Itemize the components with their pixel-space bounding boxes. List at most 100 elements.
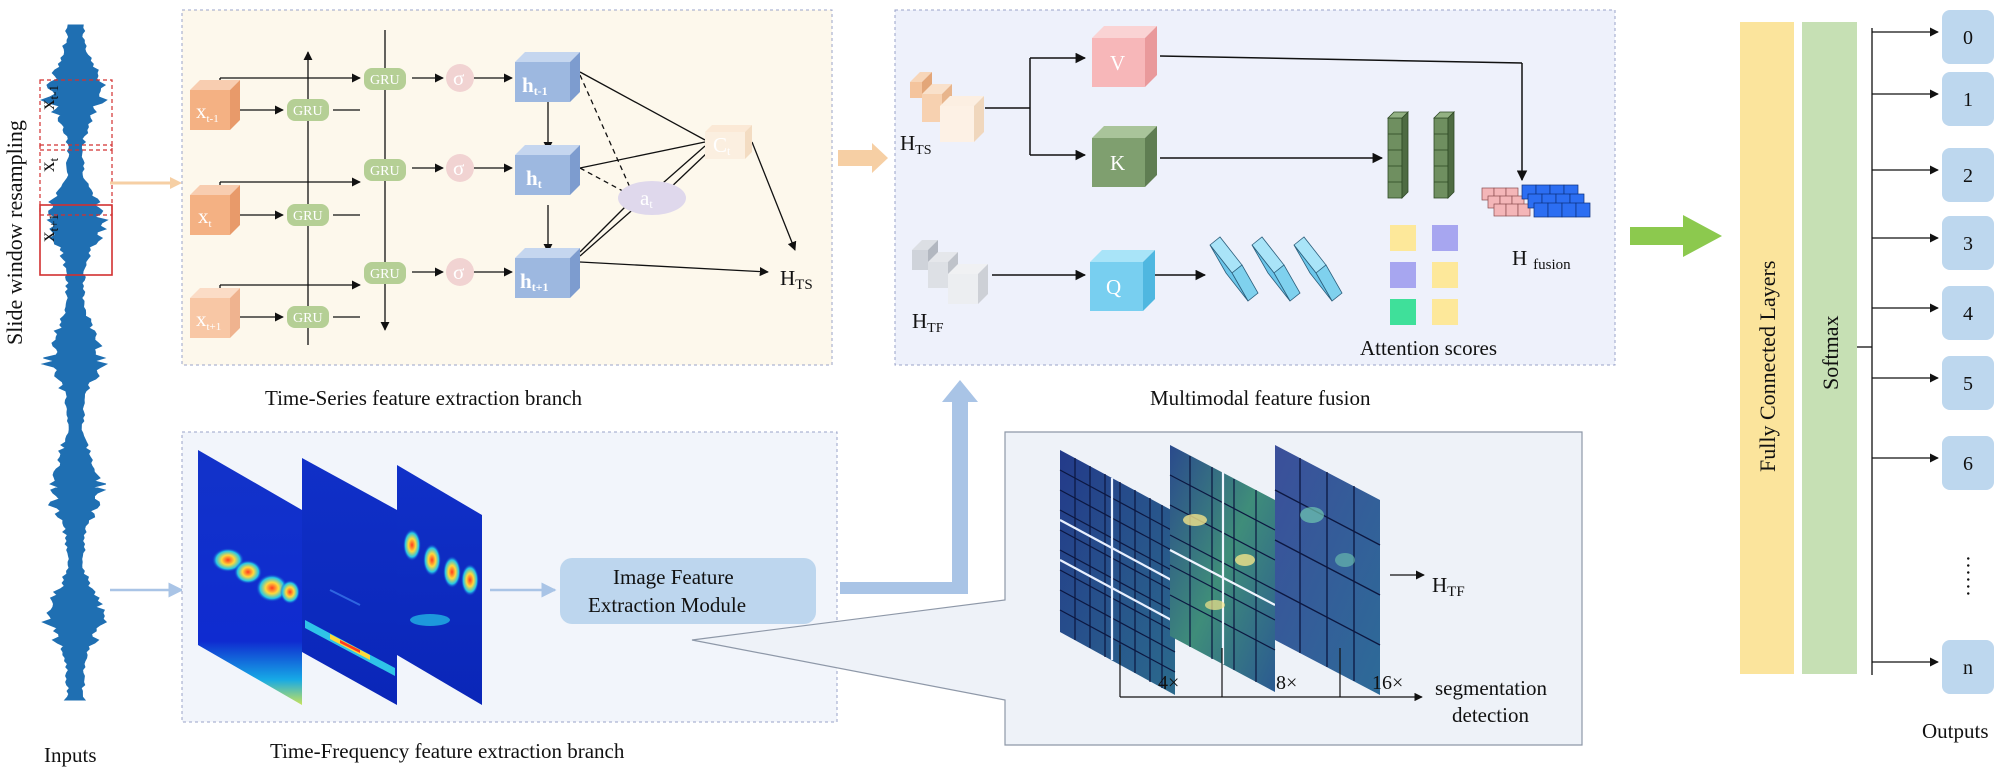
scale-16x: 16× [1372, 672, 1403, 694]
inputs-caption: Inputs [44, 743, 97, 767]
svg-text:GRU: GRU [370, 73, 400, 88]
svg-text:xt-1: xt-1 [196, 99, 219, 125]
time-series-branch: xt-1 xt xt+1 GRU GRU GRU GRU GRU GRU [181, 9, 833, 410]
time-series-caption: Time-Series feature extraction branch [265, 386, 583, 410]
time-series-panel [181, 9, 833, 366]
output-class-4: 4 [1942, 286, 1994, 340]
classifier: Fully Connected Layers Softmax 0123456n … [1740, 10, 1994, 743]
vibration-signal-waveform [39, 24, 109, 701]
output-label: 4 [1963, 303, 1973, 325]
hts-input-label: HTS [900, 131, 932, 158]
output-arrows [1872, 27, 1939, 667]
arrow-ts-to-fusion [838, 143, 888, 173]
svg-text:Q: Q [1106, 275, 1121, 299]
output-box [1942, 356, 1994, 410]
svg-text:σ: σ [453, 66, 464, 90]
svg-text:σ: σ [453, 156, 464, 180]
window-box-t-1 [39, 79, 113, 151]
svg-text:xt+1: xt+1 [196, 307, 221, 333]
fusion-panel [894, 9, 1616, 366]
spectrogram-3 [397, 465, 482, 705]
context-vector-cube: Ct [705, 125, 752, 159]
svg-text:GRU: GRU [293, 104, 323, 119]
attention-weight-node [618, 181, 686, 215]
slide-window-title: Slide window resampling [2, 120, 27, 345]
output-label: 2 [1963, 165, 1973, 187]
module-label-line2: Extraction Module [588, 593, 746, 617]
output-label: n [1963, 657, 1973, 679]
x-cube-t+1: xt+1 [190, 288, 240, 338]
v-cube: V [1092, 26, 1157, 87]
output-box [1942, 286, 1994, 340]
inputs-column: Slide window resampling xt-1 xt xt+1 Inp… [2, 24, 113, 767]
fully-connected-layers [1740, 22, 1794, 674]
attention-score-cubes [1390, 225, 1458, 325]
attention-scores-label: Attention scores [1360, 336, 1497, 360]
hts-output-label: HTS [780, 266, 813, 293]
output-box [1942, 640, 1994, 694]
fc-label: Fully Connected Layers [1755, 261, 1780, 472]
output-class-6: 6 [1942, 436, 1994, 490]
attention-weight-label: at [640, 186, 653, 211]
gru-upper-3: GRU [364, 262, 406, 284]
key-projections [1387, 111, 1455, 199]
window-box-t [39, 144, 113, 216]
svg-text:GRU: GRU [370, 267, 400, 282]
gru-lower-3: GRU [287, 306, 329, 328]
scale-8x: 8× [1276, 672, 1297, 694]
output-box [1942, 148, 1994, 202]
query-projections [1209, 236, 1343, 302]
softmax-layer [1802, 22, 1857, 674]
output-class-0: 0 [1942, 10, 1994, 64]
output-classes: 0 1 2 3 4 5 6 n [1942, 10, 1994, 694]
feature-map-8x [1169, 445, 1276, 692]
outputs-ellipsis: …… [1962, 555, 1986, 597]
spectrogram-1 [198, 450, 302, 705]
spectrogram-2 [302, 458, 397, 705]
htf-stack [912, 240, 988, 304]
svg-text:ht: ht [526, 166, 542, 191]
svg-text:xt: xt [198, 204, 212, 230]
sigma-gates: σ σ σ [446, 64, 474, 286]
svg-text:ht-1: ht-1 [522, 73, 548, 98]
x-cube-t: xt [190, 185, 240, 235]
detection-label: detection [1452, 703, 1529, 727]
h-cube-t: ht [515, 145, 580, 195]
hts-stack [910, 72, 984, 142]
window-label-t+1: xt+1 [35, 214, 61, 242]
svg-text:K: K [1110, 151, 1125, 175]
window-label-t-1: xt-1 [35, 85, 61, 110]
gru-lower-1: GRU [287, 99, 329, 121]
svg-text:GRU: GRU [293, 311, 323, 326]
arrow-tf-to-fusion [840, 380, 978, 594]
gru-upper-2: GRU [364, 159, 406, 181]
output-box [1942, 436, 1994, 490]
segmentation-label: segmentation [1435, 676, 1547, 700]
x-cube-t-1: xt-1 [190, 80, 240, 130]
svg-text:GRU: GRU [293, 209, 323, 224]
image-feature-extraction-module [560, 558, 816, 624]
output-label: 3 [1963, 233, 1973, 255]
detail-panel: HTF 4× 8× 16× segmentation detection [691, 431, 1583, 746]
gru-upper-1: GRU [364, 68, 406, 90]
time-frequency-branch: Image Feature Extraction Module Time-Fre… [181, 431, 838, 763]
gru-cells: GRU GRU GRU GRU GRU GRU [287, 68, 406, 328]
output-class-n: n [1942, 640, 1994, 694]
h-cube-t+1: ht+1 [515, 248, 580, 298]
k-cube: K [1092, 126, 1157, 187]
output-label: 0 [1963, 27, 1973, 49]
output-class-3: 3 [1942, 216, 1994, 270]
svg-text:ht+1: ht+1 [520, 269, 549, 294]
svg-text:Ct: Ct [713, 133, 731, 158]
svg-text:V: V [1110, 51, 1125, 75]
window-box-t+1 [39, 204, 113, 276]
time-frequency-caption: Time-Frequency feature extraction branch [270, 739, 625, 763]
fusion-caption: Multimodal feature fusion [1150, 386, 1371, 410]
module-label-line1: Image Feature [613, 565, 734, 589]
arrow-fusion-to-classifier [1630, 215, 1722, 257]
output-class-5: 5 [1942, 356, 1994, 410]
output-label: 1 [1963, 89, 1973, 111]
hidden-state-cubes: ht-1 ht ht+1 [515, 52, 580, 298]
